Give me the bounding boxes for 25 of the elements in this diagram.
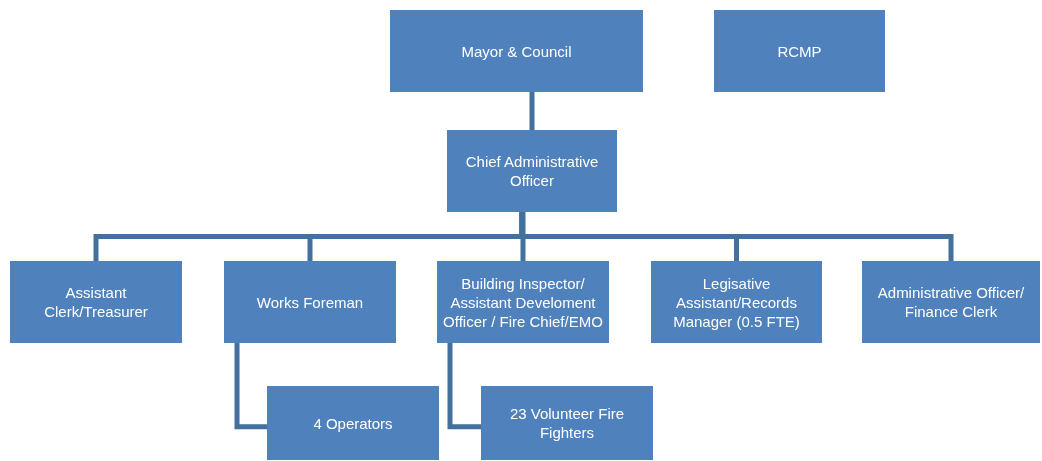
role-title: Assistant Clerk/Treasurer [43, 283, 149, 321]
connector-line [520, 212, 526, 261]
role-title: 23 Volunteer Fire Fighters [508, 404, 626, 442]
org-box [714, 10, 885, 92]
org-box [862, 261, 1040, 343]
role-title: 4 Operators [313, 413, 393, 433]
role-title: Chief Administrative Officer [464, 152, 600, 190]
connector-line [529, 92, 535, 130]
org-box [447, 130, 617, 212]
role-title: Mayor & Council [461, 41, 572, 61]
org-box [10, 261, 182, 343]
connector-line [519, 212, 954, 261]
role-title: Works Foreman [256, 292, 364, 312]
org-box [481, 386, 653, 460]
connector-line [447, 343, 481, 430]
org-box [390, 10, 643, 92]
org-box [437, 261, 609, 343]
connector-line [234, 343, 267, 430]
org-box [267, 386, 439, 460]
role-title: Legisative Assistant/Records Manager (0.5 FTE) [672, 273, 801, 331]
org-box [224, 261, 396, 343]
role-title: Building Inspector/ Assistant Develoment Officer / Fire Chief/EMO [442, 273, 604, 331]
role-title: RCMP [777, 41, 822, 61]
role-title: Administrative Officer/ Finance Clerk [876, 283, 1026, 321]
org-box [651, 261, 822, 343]
